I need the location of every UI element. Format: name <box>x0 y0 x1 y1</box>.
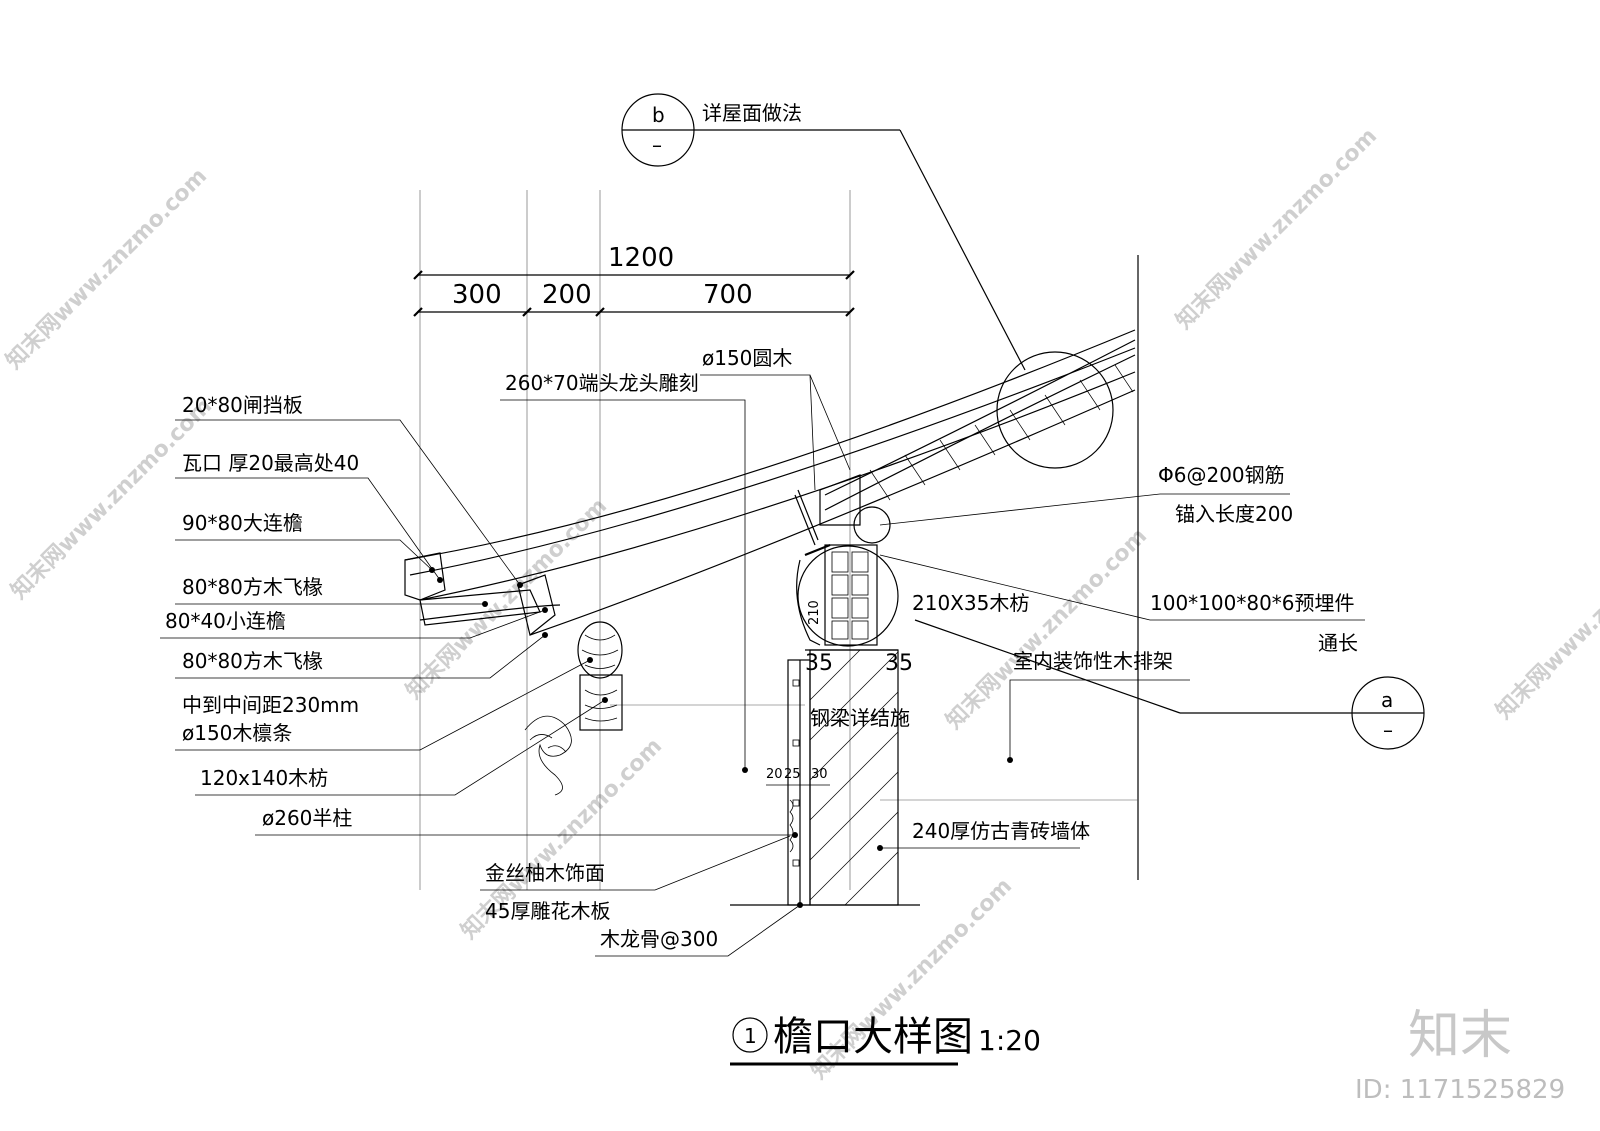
top-labels: 260*70端头龙头雕刻 ø150圆木 <box>500 346 851 773</box>
dim-210: 210 <box>807 600 822 625</box>
label-wood-beam: 120x140木枋 <box>200 766 328 790</box>
column-stack <box>796 543 899 651</box>
label-steel-beam: 钢梁详结施 <box>810 706 910 730</box>
label-spacing: 中到中间距230mm <box>182 693 359 717</box>
callout-b-letter: b <box>652 103 665 127</box>
dim-35-left: 35 <box>805 651 833 676</box>
dim-segment-700: 700 <box>703 280 753 310</box>
label-dragon-carving: 260*70端头龙头雕刻 <box>505 371 699 395</box>
dimension-chain: 1200 300 200 700 <box>413 243 855 317</box>
callout-a-sub: – <box>1383 718 1393 742</box>
wood-veneer-panel <box>787 659 811 906</box>
label-beam-210: 210X35木枋 <box>912 591 1029 615</box>
label-rafter-1: 80*80方木飞椽 <box>182 575 323 599</box>
watermark-text: 知末网www.znzmo.com <box>941 523 1152 734</box>
label-keel: 木龙骨@300 <box>600 927 718 951</box>
roof-hatch <box>869 364 1134 501</box>
dim-segment-300: 300 <box>452 280 502 310</box>
wood-purlin <box>577 621 623 731</box>
dim-overall: 1200 <box>608 243 674 273</box>
watermark-text: 知末网www.znzmo.com <box>1171 123 1382 334</box>
callout-b: b – 详屋面做法 <box>621 93 1026 371</box>
watermark-text: 知末网www.znzmo.com <box>6 393 217 604</box>
column-dimensions: 210 35 35 20 25 30 <box>766 600 913 786</box>
label-embed: 100*100*80*6预埋件 <box>1150 591 1355 615</box>
label-tile-edge: 瓦口 厚20最高处40 <box>182 451 359 475</box>
dragon-carving <box>524 715 572 796</box>
left-labels: 20*80闸挡板 瓦口 厚20最高处40 90*80大连檐 80*80方木飞椽 … <box>160 393 798 838</box>
dim-35-right: 35 <box>885 651 913 676</box>
title-scale: 1:20 <box>978 1024 1041 1057</box>
roof-section <box>404 329 1136 637</box>
label-rafter-2: 80*80方木飞椽 <box>182 649 323 673</box>
label-small-purlin: 80*40小连檐 <box>165 609 286 633</box>
dim-segment-200: 200 <box>542 280 592 310</box>
id-watermark: ID: 1171525829 <box>1355 1075 1565 1105</box>
label-interior-frame: 室内装饰性木排架 <box>1013 649 1173 673</box>
dim-30: 30 <box>811 767 828 782</box>
label-roof-ref: 详屋面做法 <box>702 101 802 125</box>
label-carved-board: 45厚雕花木板 <box>485 899 610 923</box>
dim-20: 20 <box>766 767 783 782</box>
detail-circle-joint <box>853 506 891 544</box>
dim-25: 25 <box>784 767 801 782</box>
detail-circle-roof <box>996 351 1114 469</box>
title-text: 檐口大样图 <box>773 1014 973 1060</box>
drawing-title: 1 檐口大样图 1:20 <box>730 1014 1041 1066</box>
brand-watermark: 知末 <box>1408 1006 1512 1066</box>
callout-a: a – <box>914 619 1425 750</box>
label-half-column: ø260半柱 <box>262 806 352 830</box>
watermark-text: 知末网www.znzmo.com <box>1 163 212 374</box>
label-through: 通长 <box>1318 631 1358 655</box>
label-gate-board: 20*80闸挡板 <box>182 393 303 417</box>
label-purlin: ø150木檩条 <box>182 721 292 745</box>
label-rebar: Φ6@200钢筋 <box>1158 463 1285 487</box>
callout-a-letter: a <box>1381 688 1393 712</box>
label-veneer: 金丝柚木饰面 <box>485 861 605 885</box>
right-labels: Φ6@200钢筋 锚入长度200 100*100*80*6预埋件 通长 210X… <box>810 463 1365 851</box>
label-brick-wall: 240厚仿古青砖墙体 <box>912 819 1090 843</box>
label-round-wood: ø150圆木 <box>702 346 792 370</box>
title-number: 1 <box>744 1024 757 1048</box>
label-anchor: 锚入长度200 <box>1175 502 1293 526</box>
axis-lines <box>419 190 1139 890</box>
watermark-text: 知末网www.znzmo.com <box>1491 513 1600 724</box>
bottom-labels: 金丝柚木饰面 45厚雕花木板 木龙骨@300 <box>480 835 803 957</box>
label-big-purlin: 90*80大连檐 <box>182 511 303 535</box>
callout-b-sub: – <box>652 133 662 157</box>
